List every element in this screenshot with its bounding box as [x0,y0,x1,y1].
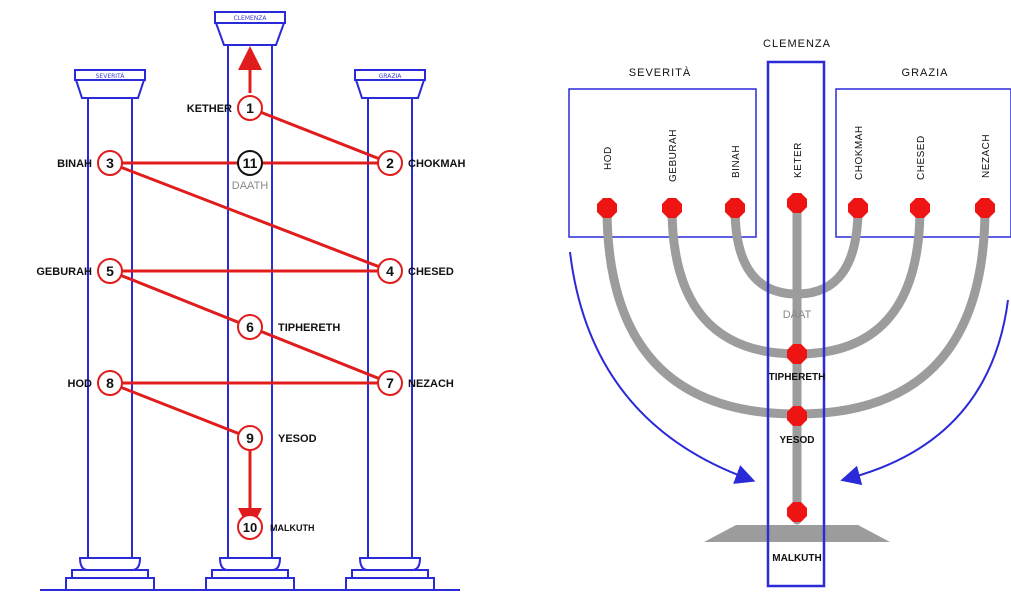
node-nezach: 7 NEZACH [377,370,454,396]
node-hod: 8 HOD [68,370,123,396]
light-geburah [662,198,682,218]
branch-label-chokmah: CHOKMAH [854,125,865,180]
node-chokmah: 2 CHOKMAH [377,150,465,176]
label-kether: KETHER [187,103,232,115]
light-tiphereth [787,344,807,364]
label-malkuth: MALKUTH [270,523,315,533]
pillar-center-caption: CLEMENZA [234,15,268,22]
header-grazia: GRAZIA [902,67,949,79]
light-chokmah [848,198,868,218]
svg-text:8: 8 [106,375,114,391]
light-nezach [975,198,995,218]
central-pillar [766,60,826,588]
menorah-diagram: CLEMENZA SEVERITÀ GRAZIA HOD GEBURAH BIN… [568,38,1011,588]
label-geburah: GEBURAH [36,266,92,278]
branch-label-geburah: GEBURAH [668,129,679,182]
label-hod: HOD [68,378,93,390]
node-chesed: 4 CHESED [377,258,454,284]
trunk-label-daat: DAAT [783,309,812,321]
pillar-severity: SEVERITÀ [65,69,155,591]
svg-text:9: 9 [246,430,254,446]
label-yesod: YESOD [278,433,317,445]
arrow-right-curve [840,299,1009,486]
path-3-4 [109,161,391,273]
lightning-path [109,46,391,532]
pillar-grace: GRAZIA [345,69,435,591]
svg-text:10: 10 [243,520,257,535]
svg-text:11: 11 [243,155,258,171]
svg-text:5: 5 [106,263,114,279]
light-binah [725,198,745,218]
svg-text:2: 2 [386,155,394,171]
menorah-base [704,525,890,542]
light-yesod [787,406,807,426]
label-binah: BINAH [57,158,92,170]
branch-label-keter: KETER [793,142,804,178]
menorah-lights [597,193,995,522]
label-chesed: CHESED [408,266,454,278]
trunk-label-tiphereth: TIPHERETH [769,372,826,383]
header-clemenza: CLEMENZA [763,38,831,50]
arrow-left-curve [569,251,756,484]
svg-text:1: 1 [246,100,254,116]
header-severita: SEVERITÀ [629,66,691,79]
node-tiphereth: 6 TIPHERETH [237,314,340,340]
svg-text:3: 3 [106,155,114,171]
pillars-diagram: SEVERITÀ CLEMENZA GRAZIA [36,11,465,591]
node-binah: 3 BINAH [57,150,123,176]
path-1-2 [249,106,391,165]
branch-label-binah: BINAH [731,145,742,178]
svg-text:7: 7 [386,375,394,391]
branch-label-chesed: CHESED [916,135,927,180]
node-yesod: 9 YESOD [237,425,317,451]
node-daath: 11 DAATH [232,150,269,192]
path-8-9 [109,381,251,440]
node-geburah: 5 GEBURAH [36,258,123,284]
light-chesed [910,198,930,218]
svg-text:6: 6 [246,319,254,335]
trunk-label-malkuth: MALKUTH [772,553,821,564]
node-malkuth: 10 MALKUTH [237,514,315,540]
label-tiphereth: TIPHERETH [278,322,340,334]
svg-text:4: 4 [386,263,394,279]
path-5-6 [109,269,251,329]
pillar-grace-caption: GRAZIA [379,73,403,80]
light-hod [597,198,617,218]
light-keter [787,193,807,213]
branch-label-nezach: NEZACH [981,134,992,178]
pillar-severity-caption: SEVERITÀ [96,73,126,80]
node-kether: 1 KETHER [187,95,263,121]
light-malkuth [787,502,807,522]
path-6-7 [249,325,391,385]
label-nezach: NEZACH [408,378,454,390]
label-daath: DAATH [232,180,269,192]
label-chokmah: CHOKMAH [408,158,465,170]
trunk-label-yesod: YESOD [779,435,814,446]
branch-label-hod: HOD [603,146,614,170]
